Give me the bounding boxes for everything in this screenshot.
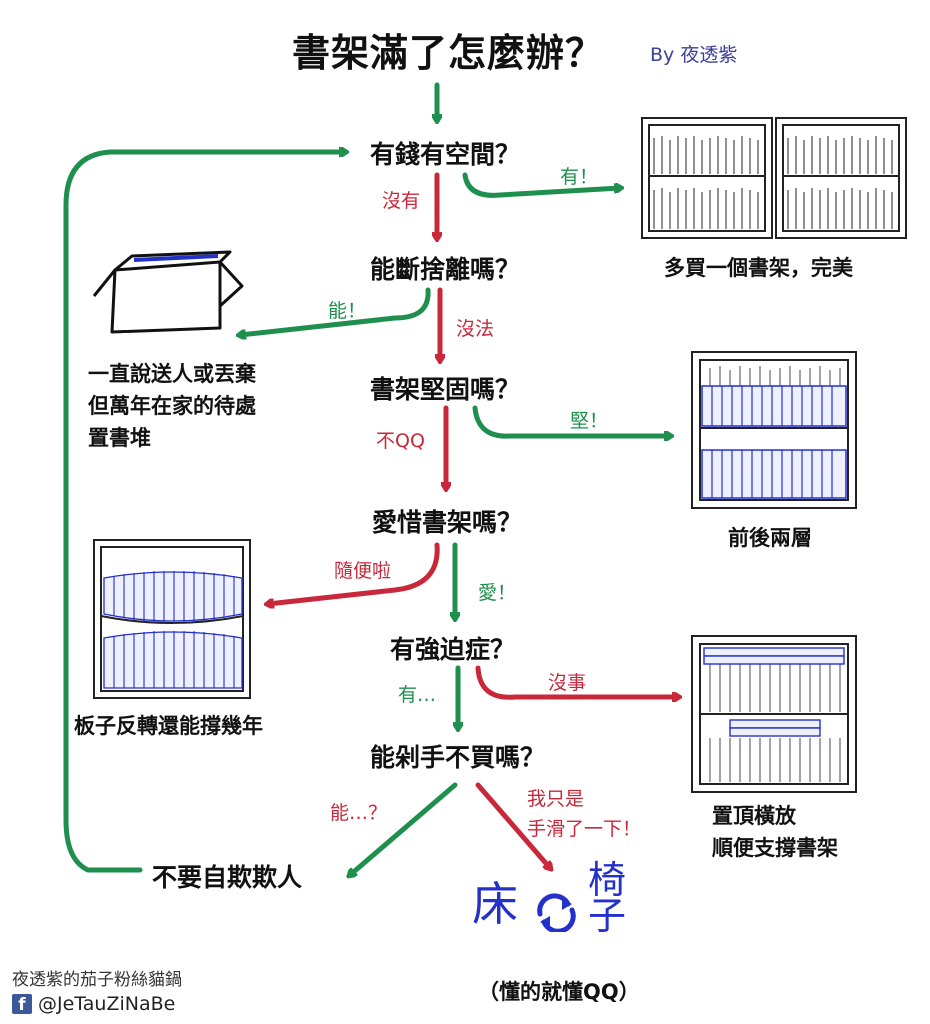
edge-label-q1-no: 沒有	[382, 190, 421, 212]
arrow-loop-back	[63, 152, 345, 873]
edge-label-q3-no: 不QQ	[376, 430, 425, 452]
sagging-shelf-illustration	[93, 539, 251, 699]
page-title: 書架滿了怎麼辦？	[292, 31, 605, 75]
arrow-q6-yes	[350, 782, 458, 875]
footer-page-name: 夜透紫的茄子粉絲貓鍋	[12, 970, 182, 990]
outcome-top-line1: 置頂橫放	[712, 804, 796, 828]
author-credit: By 夜透紫	[650, 44, 738, 66]
edge-label-q6-no-line1: 我只是	[527, 788, 585, 810]
edge-label-q4-no: 隨便啦	[334, 560, 392, 582]
facebook-icon: f	[12, 994, 32, 1015]
outcome-self-deceive: 不要自欺欺人	[152, 863, 303, 892]
outcome-buy-shelf: 多買一個書架，完美	[664, 256, 853, 280]
edge-label-q2-yes: 能！	[328, 300, 367, 322]
outcome-top-line2: 順便支撐書架	[712, 836, 838, 860]
top-stack-shelf-illustration	[691, 635, 857, 793]
arrow-q4-no	[268, 542, 440, 604]
question-money-space: 有錢有空間？	[370, 140, 521, 169]
outcome-bed: 床	[472, 877, 518, 931]
question-shelf-sturdy: 書架堅固嗎？	[370, 375, 521, 404]
arrow-q1-yes	[462, 172, 620, 198]
question-ocd: 有強迫症？	[390, 635, 516, 664]
edge-label-q1-yes: 有！	[560, 166, 599, 188]
outcome-box-line3: 置書堆	[88, 426, 151, 450]
outcome-box-line1: 一直說送人或丟棄	[88, 362, 256, 386]
outcome-flip-board: 板子反轉還能撐幾年	[74, 714, 263, 738]
edge-label-q3-yes: 堅！	[570, 410, 609, 432]
edge-label-q4-yes: 愛！	[478, 582, 517, 604]
outcome-chair: 椅子	[588, 858, 627, 938]
edge-label-q6-yes: 能…？	[330, 802, 388, 824]
edge-label-q2-no: 沒法	[456, 318, 495, 340]
arrow-q2-yes	[240, 287, 431, 335]
cycle-arrows-icon	[537, 893, 576, 932]
outcome-two-layers: 前後兩層	[728, 526, 812, 550]
question-declutter: 能斷捨離嗎？	[370, 255, 521, 284]
two-layer-shelf-illustration	[691, 351, 857, 509]
question-stop-buying: 能剁手不買嗎？	[370, 743, 546, 772]
outcome-box-line2: 但萬年在家的待處	[88, 394, 256, 418]
box-illustration	[92, 250, 244, 334]
arrow-q5-no	[475, 665, 678, 697]
edge-label-q5-yes: 有…	[398, 684, 437, 706]
outcome-understand: （懂的就懂QQ）	[478, 980, 640, 1004]
edge-label-q6-no-line2: 手滑了一下！	[527, 818, 642, 840]
edge-label-q5-no: 沒事	[548, 672, 587, 694]
arrow-q6-no	[475, 782, 550, 868]
footer-handle: @JeTauZiNaBe	[38, 993, 176, 1015]
question-cherish-shelf: 愛惜書架嗎？	[372, 508, 523, 537]
two-bookshelves-illustration	[641, 117, 907, 239]
arrow-q3-yes	[472, 405, 670, 436]
